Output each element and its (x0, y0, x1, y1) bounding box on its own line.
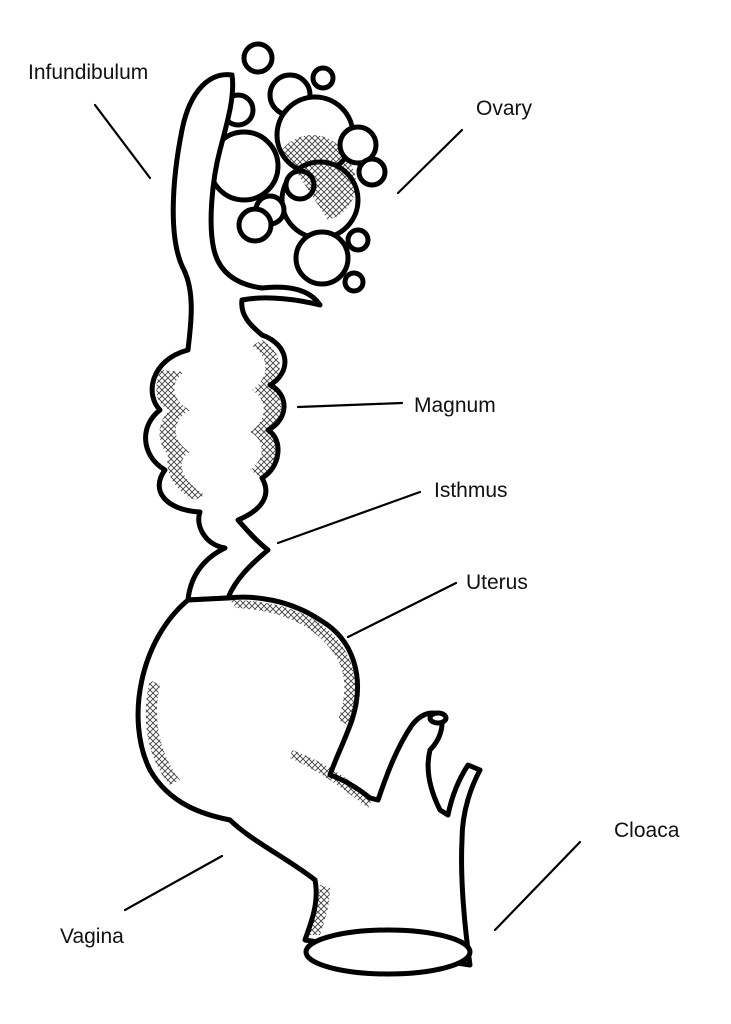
oviduct-tube (143, 72, 323, 603)
label-infundibulum: Infundibulum (28, 61, 149, 84)
label-vagina: Vagina (60, 925, 124, 948)
label-isthmus: Isthmus (434, 479, 508, 502)
vagina-leader (123, 854, 224, 912)
uterus-leader (346, 581, 458, 639)
ovary-leader (396, 128, 464, 195)
uterus-body (135, 594, 483, 968)
isthmus-leader (276, 490, 422, 545)
cloaca-leader (493, 840, 582, 932)
magnum-leader (296, 401, 404, 409)
label-uterus: Uterus (466, 571, 528, 594)
label-ovary: Ovary (476, 97, 533, 120)
tube-stub-tip (427, 710, 449, 726)
ovary-cluster (207, 41, 388, 294)
infundibulum-leader (93, 103, 152, 180)
label-cloaca: Cloaca (614, 819, 680, 842)
cloaca-opening (303, 927, 473, 977)
label-magnum: Magnum (414, 394, 496, 417)
